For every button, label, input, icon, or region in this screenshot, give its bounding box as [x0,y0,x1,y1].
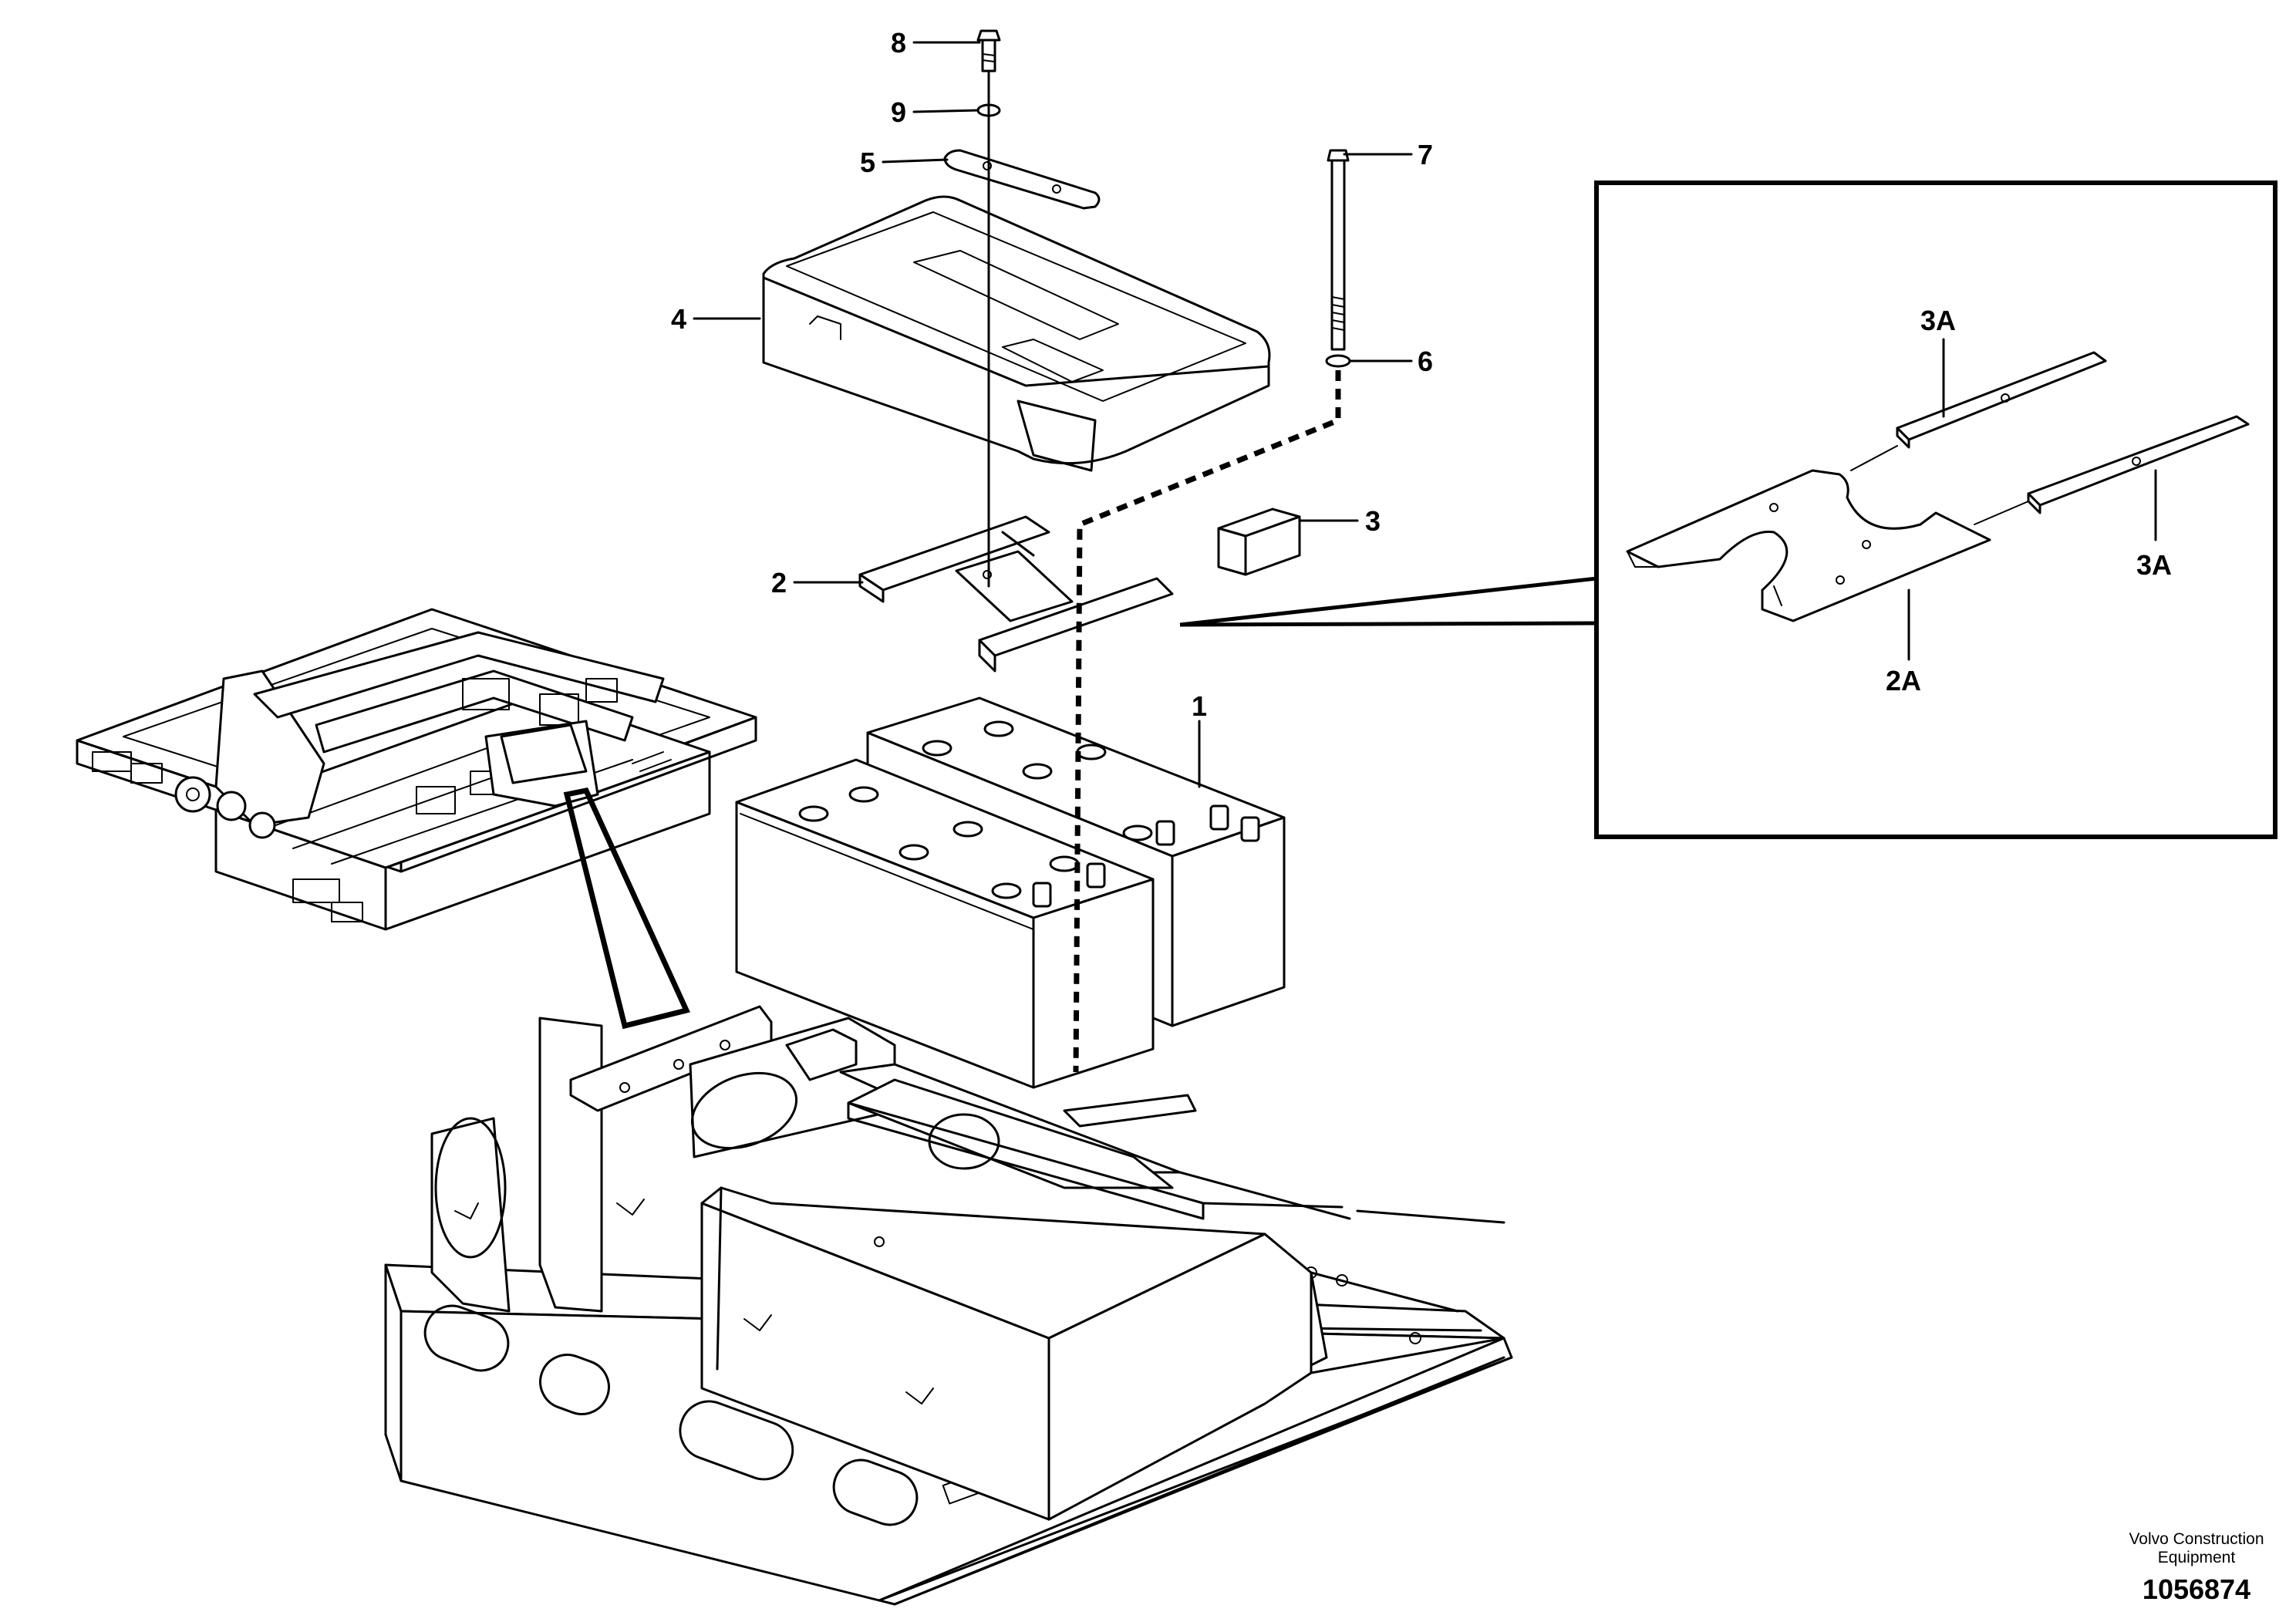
detail-label-3a-top: 3A [1920,305,1956,336]
brand-line-2: Equipment [2158,1549,2236,1566]
callout-4: 4 [671,303,686,335]
callout-9: 9 [891,96,906,128]
callout-2: 2 [771,567,787,599]
callout-7: 7 [1418,139,1433,170]
battery-rails [858,515,1174,673]
battery-box-frame [384,1005,1513,1606]
callout-8: 8 [891,27,906,59]
rear-battery-posts [922,720,1260,846]
long-bolt [1327,149,1350,351]
callout-labels: 8 9 5 4 7 6 2 3 1 [671,27,1433,722]
callout-1: 1 [1192,690,1207,722]
bolt-path-dashed [1073,370,1341,1073]
drawing-footer: Volvo Construction Equipment 1056874 [2129,1530,2264,1605]
batteries [735,696,1286,1089]
detail-frame [1594,180,2277,839]
machine-frame-overview [76,608,757,931]
clip-part [1217,508,1301,576]
drawing-number: 1056874 [2143,1573,2250,1605]
leader-lines [693,41,1413,788]
long-bolt-washer [1325,354,1351,368]
top-bolt [976,29,1001,73]
top-strap [943,149,1101,210]
detail-inset: 3A 3A 2A [1179,180,2277,839]
detail-label-3a-right: 3A [2136,549,2172,581]
brand-line-1: Volvo Construction [2129,1530,2264,1548]
detail-label-2a: 2A [1886,665,1921,696]
callout-3: 3 [1365,505,1381,537]
battery-cover [762,195,1271,472]
callout-5: 5 [860,147,875,178]
magnifier-wedge [563,787,690,1030]
callout-6: 6 [1418,346,1433,377]
